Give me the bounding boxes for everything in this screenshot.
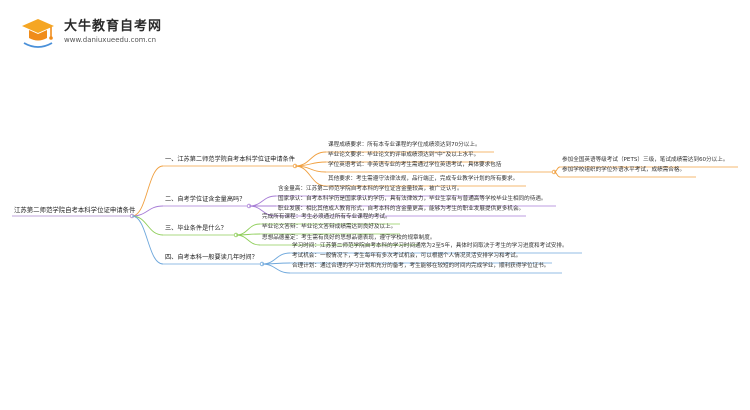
link-branch-4-item-1 xyxy=(261,252,291,265)
brand-url: www.daniuxueedu.com.cn xyxy=(64,36,157,44)
brand-logo: 大牛教育自考网 www.daniuxueedu.com.cn xyxy=(18,10,278,54)
branch-1-item-4: 其他要求：考生需遵守法律法规，品行端正，完成专业教学计划的所有要求。 xyxy=(328,176,519,182)
brand-title: 大牛教育自考网 xyxy=(64,19,163,34)
link-root-branch-2 xyxy=(131,205,164,217)
branch-1-sub-2: 参加学校组织的学位外语水平考试，成绩需合格。 xyxy=(562,167,686,173)
branch-2-item-1: 含金量高：江苏第二师范学院自考本科的学位证含金量较高，被广泛认可。 xyxy=(278,186,463,192)
link-branch-3-item-3 xyxy=(235,234,261,246)
branch-4-item-3: 合理计划：通过合理的学习计划和充分的备考，考生能够在较短的时间内完成学业，顺利获… xyxy=(292,263,550,269)
link-root-branch-3 xyxy=(131,215,164,236)
branch-1-item-1: 课程成绩要求：所有本专业课程的学位成绩须达到70分以上。 xyxy=(328,142,481,148)
link-branch-1-item-2 xyxy=(294,161,327,167)
branch-1-sub-1: 参加全国英语等级考试（PETS）三级，笔试成绩需达到60分以上。 xyxy=(562,157,729,163)
branch-3-item-1: 完成所有课程：考生必须通过所有专业课程的考试。 xyxy=(262,214,391,220)
link-branch-1-sub-2 xyxy=(553,171,561,178)
branch-3-item-2: 毕业论文答辩：毕业论文答辩成绩需达到良好及以上。 xyxy=(262,224,397,230)
link-branch-3-item-1 xyxy=(235,223,261,236)
link-root-branch-4 xyxy=(131,215,164,265)
link-branch-2-item-3 xyxy=(248,205,277,217)
link-branch-4-item-3 xyxy=(261,263,291,274)
link-branch-2-item-1 xyxy=(248,195,277,207)
mindmap-root: 江苏第二师范学院自考本科学位证申请条件 xyxy=(14,206,136,214)
branch-2-label: 二、自考学位证含金量高吗？ xyxy=(165,196,246,203)
branch-3-item-3: 思想品德鉴定：考生需有良好的思想品德表现，遵守学校的规章制度。 xyxy=(262,235,436,241)
graduation-cap-icon xyxy=(22,19,54,48)
branch-2-item-3: 职业发展：相比其他成人教育形式，自考本科的含金量更高，能够为考生的职业发展提供更… xyxy=(278,206,525,212)
branch-1-item-3: 学位英语考试：非英语专业的考生需通过学位英语考试，具体要求包括 xyxy=(328,162,502,168)
branch-3-label: 三、毕业条件是什么？ xyxy=(165,225,227,232)
branch-4-item-2: 考试机会：一般情况下，考生每年有多次考试机会，可以根据个人情况灵活安排学习和考试… xyxy=(292,253,522,259)
branch-4-label: 四、自考本科一般要读几年时间？ xyxy=(165,254,258,261)
link-branch-1-item-4 xyxy=(294,165,327,187)
branch-1-label: 一、江苏第二师范学院自考本科学位证申请条件 xyxy=(165,156,295,163)
branch-4-item-1: 学习时间：江苏第二师范学院自考本科的学习时间通常为2至5年，具体时间取决于考生的… xyxy=(292,243,568,249)
link-root-branch-1 xyxy=(131,165,164,217)
branch-2-item-2: 国家承认：自考本科学历是国家承认的学历，具有法律效力，毕业生享有与普通高等学校毕… xyxy=(278,196,547,202)
branch-1-item-2: 毕业论文要求：毕业论文的评审成绩须达到“中”及以上水平。 xyxy=(328,152,480,158)
